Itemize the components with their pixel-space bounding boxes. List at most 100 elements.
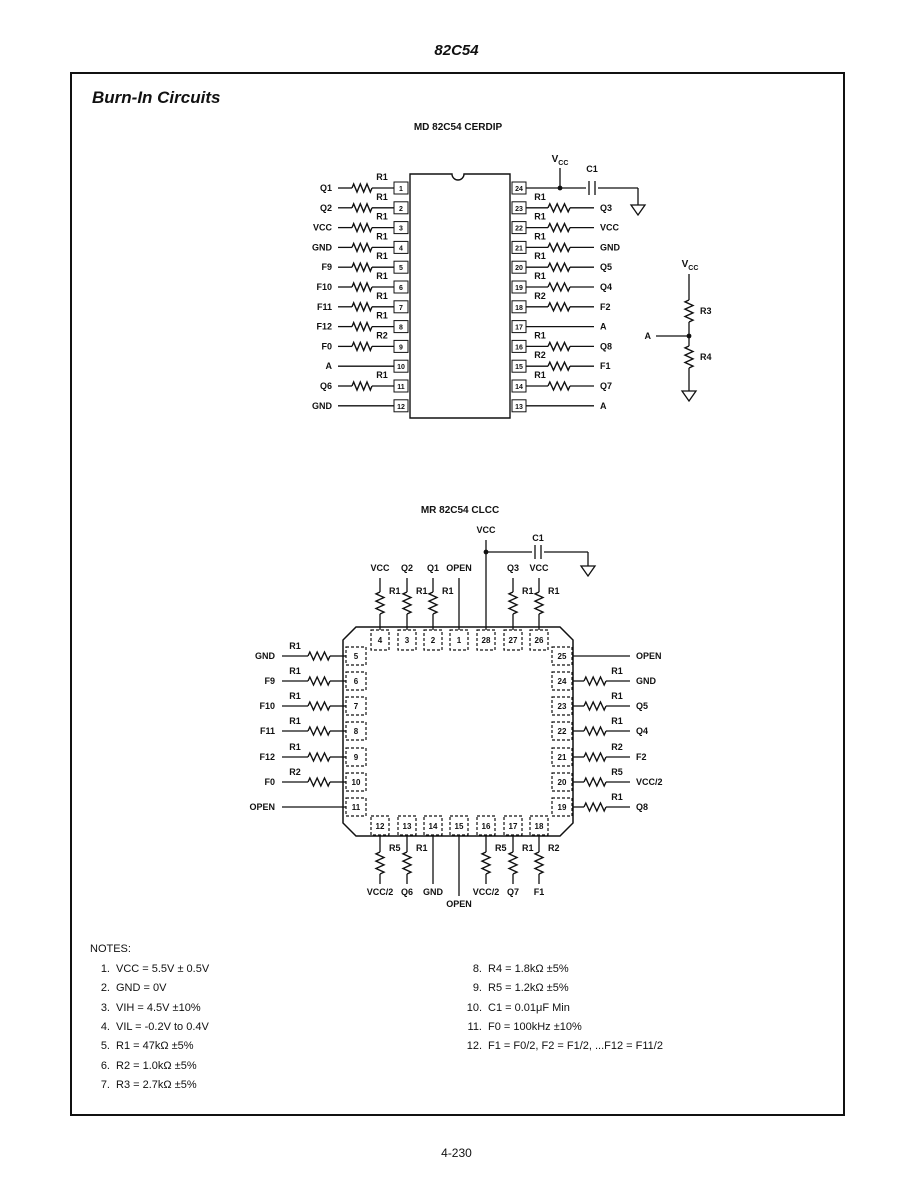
pin-number: 13 [515, 404, 523, 411]
pin-number: 2 [399, 206, 403, 213]
pin-signal-label: GND [636, 676, 657, 686]
resistor-symbol [374, 591, 386, 615]
notes-heading: NOTES: [90, 943, 131, 955]
pin-pad [551, 721, 573, 741]
resistor-symbol [533, 851, 545, 875]
pin-pad [551, 747, 573, 767]
pin-signal-label: Q4 [600, 282, 612, 292]
resistor-label: R1 [611, 691, 623, 701]
pin-signal-label: VCC [529, 563, 549, 573]
pin-number: 15 [455, 822, 464, 831]
pin-number: 8 [399, 325, 403, 332]
note-item: 12. F1 = F0/2, F2 = F1/2, ...F12 = F11/2 [462, 1040, 663, 1052]
note-number: 2. [100, 982, 110, 995]
pin-signal-label: F11 [317, 302, 332, 312]
resistor-label: R1 [534, 192, 546, 202]
pin-number: 17 [515, 325, 523, 332]
pin-pad [551, 797, 573, 817]
resistor-symbol [507, 851, 519, 875]
pin-signal-label: F12 [259, 752, 275, 762]
resistor-label: R1 [289, 742, 301, 752]
cerdip-left-pin: 2 Q2 R1 [320, 192, 409, 215]
pin-signal-label: F9 [321, 262, 332, 272]
resistor-label: R1 [442, 586, 454, 596]
pin-signal-label: Q5 [636, 701, 648, 711]
pin-number: 9 [354, 753, 359, 762]
pin-number: 6 [399, 285, 403, 292]
note-item: 8.R4 = 1.8kΩ ±5% [462, 963, 569, 975]
resistor-symbol [547, 340, 571, 353]
pin-number: 17 [509, 822, 518, 831]
clcc-left-pin: 9 F12 R1 [259, 742, 367, 767]
pin-number: 19 [515, 285, 523, 292]
resistor-label: R1 [289, 691, 301, 701]
pin-signal-label: Q1 [320, 183, 332, 193]
pin-signal-label: Q4 [636, 726, 648, 736]
pin-number: 5 [399, 265, 403, 272]
pin-number: 12 [376, 822, 385, 831]
note-text: R4 = 1.8kΩ ±5% [488, 963, 569, 975]
pin-number: 16 [515, 344, 523, 351]
resistor-label: R5 [389, 843, 401, 853]
resistor-symbol [547, 360, 571, 372]
pin-signal-label: A [600, 322, 607, 332]
pin-signal-label: Q2 [320, 203, 332, 213]
pin-signal-label: Q5 [600, 262, 612, 272]
pin-pad [551, 696, 573, 716]
resistor-symbol [307, 776, 331, 788]
note-number: 9. [472, 982, 482, 995]
clcc-title: MR 82C54 CLCC [421, 505, 499, 516]
pin-pad [551, 671, 573, 691]
document-title: 82C54 [434, 42, 479, 59]
clcc-vcc-label: VCC [476, 525, 496, 535]
note-text: R3 = 2.7kΩ ±5% [116, 1078, 197, 1091]
pin-signal-label: GND [255, 651, 276, 661]
resistor-label: R1 [611, 716, 623, 726]
pin-number: 23 [515, 206, 523, 213]
resistor-label: R1 [376, 212, 388, 222]
pin-number: 21 [515, 245, 523, 252]
resistor-symbol [351, 182, 373, 194]
pin-number: 12 [397, 404, 405, 411]
resistor-label: R1 [611, 666, 623, 676]
resistor-symbol [351, 241, 373, 254]
cerdip-vcc-label: VCC [552, 154, 569, 167]
note-text: F1 = F0/2, F2 = F1/2, ...F12 = F11/2 [488, 1040, 663, 1053]
resistor-label: R2 [534, 291, 546, 301]
resistor-label: R1 [376, 192, 388, 202]
capacitor-label: C1 [532, 533, 544, 543]
pin-number: 7 [354, 702, 359, 711]
resistor-symbol [583, 776, 607, 788]
pin-pad [476, 629, 496, 651]
resistor-label: R3 [700, 306, 712, 316]
resistor-label: R1 [534, 251, 546, 261]
pin-signal-label: GND [312, 401, 333, 411]
pin-pad [397, 629, 417, 651]
pin-number: 5 [354, 652, 359, 661]
pin-signal-label: Q6 [401, 887, 413, 897]
resistor-symbol [351, 300, 373, 313]
pin-number: 20 [558, 778, 567, 787]
note-number: 12. [466, 1040, 482, 1053]
pin-signal-label: OPEN [446, 563, 472, 573]
resistor-symbol [307, 650, 331, 662]
note-text: GND = 0V [116, 982, 167, 995]
resistor-symbol [547, 221, 571, 234]
resistor-symbol [427, 591, 439, 615]
pin-signal-label: F11 [260, 726, 275, 736]
resistor-symbol [547, 202, 571, 214]
